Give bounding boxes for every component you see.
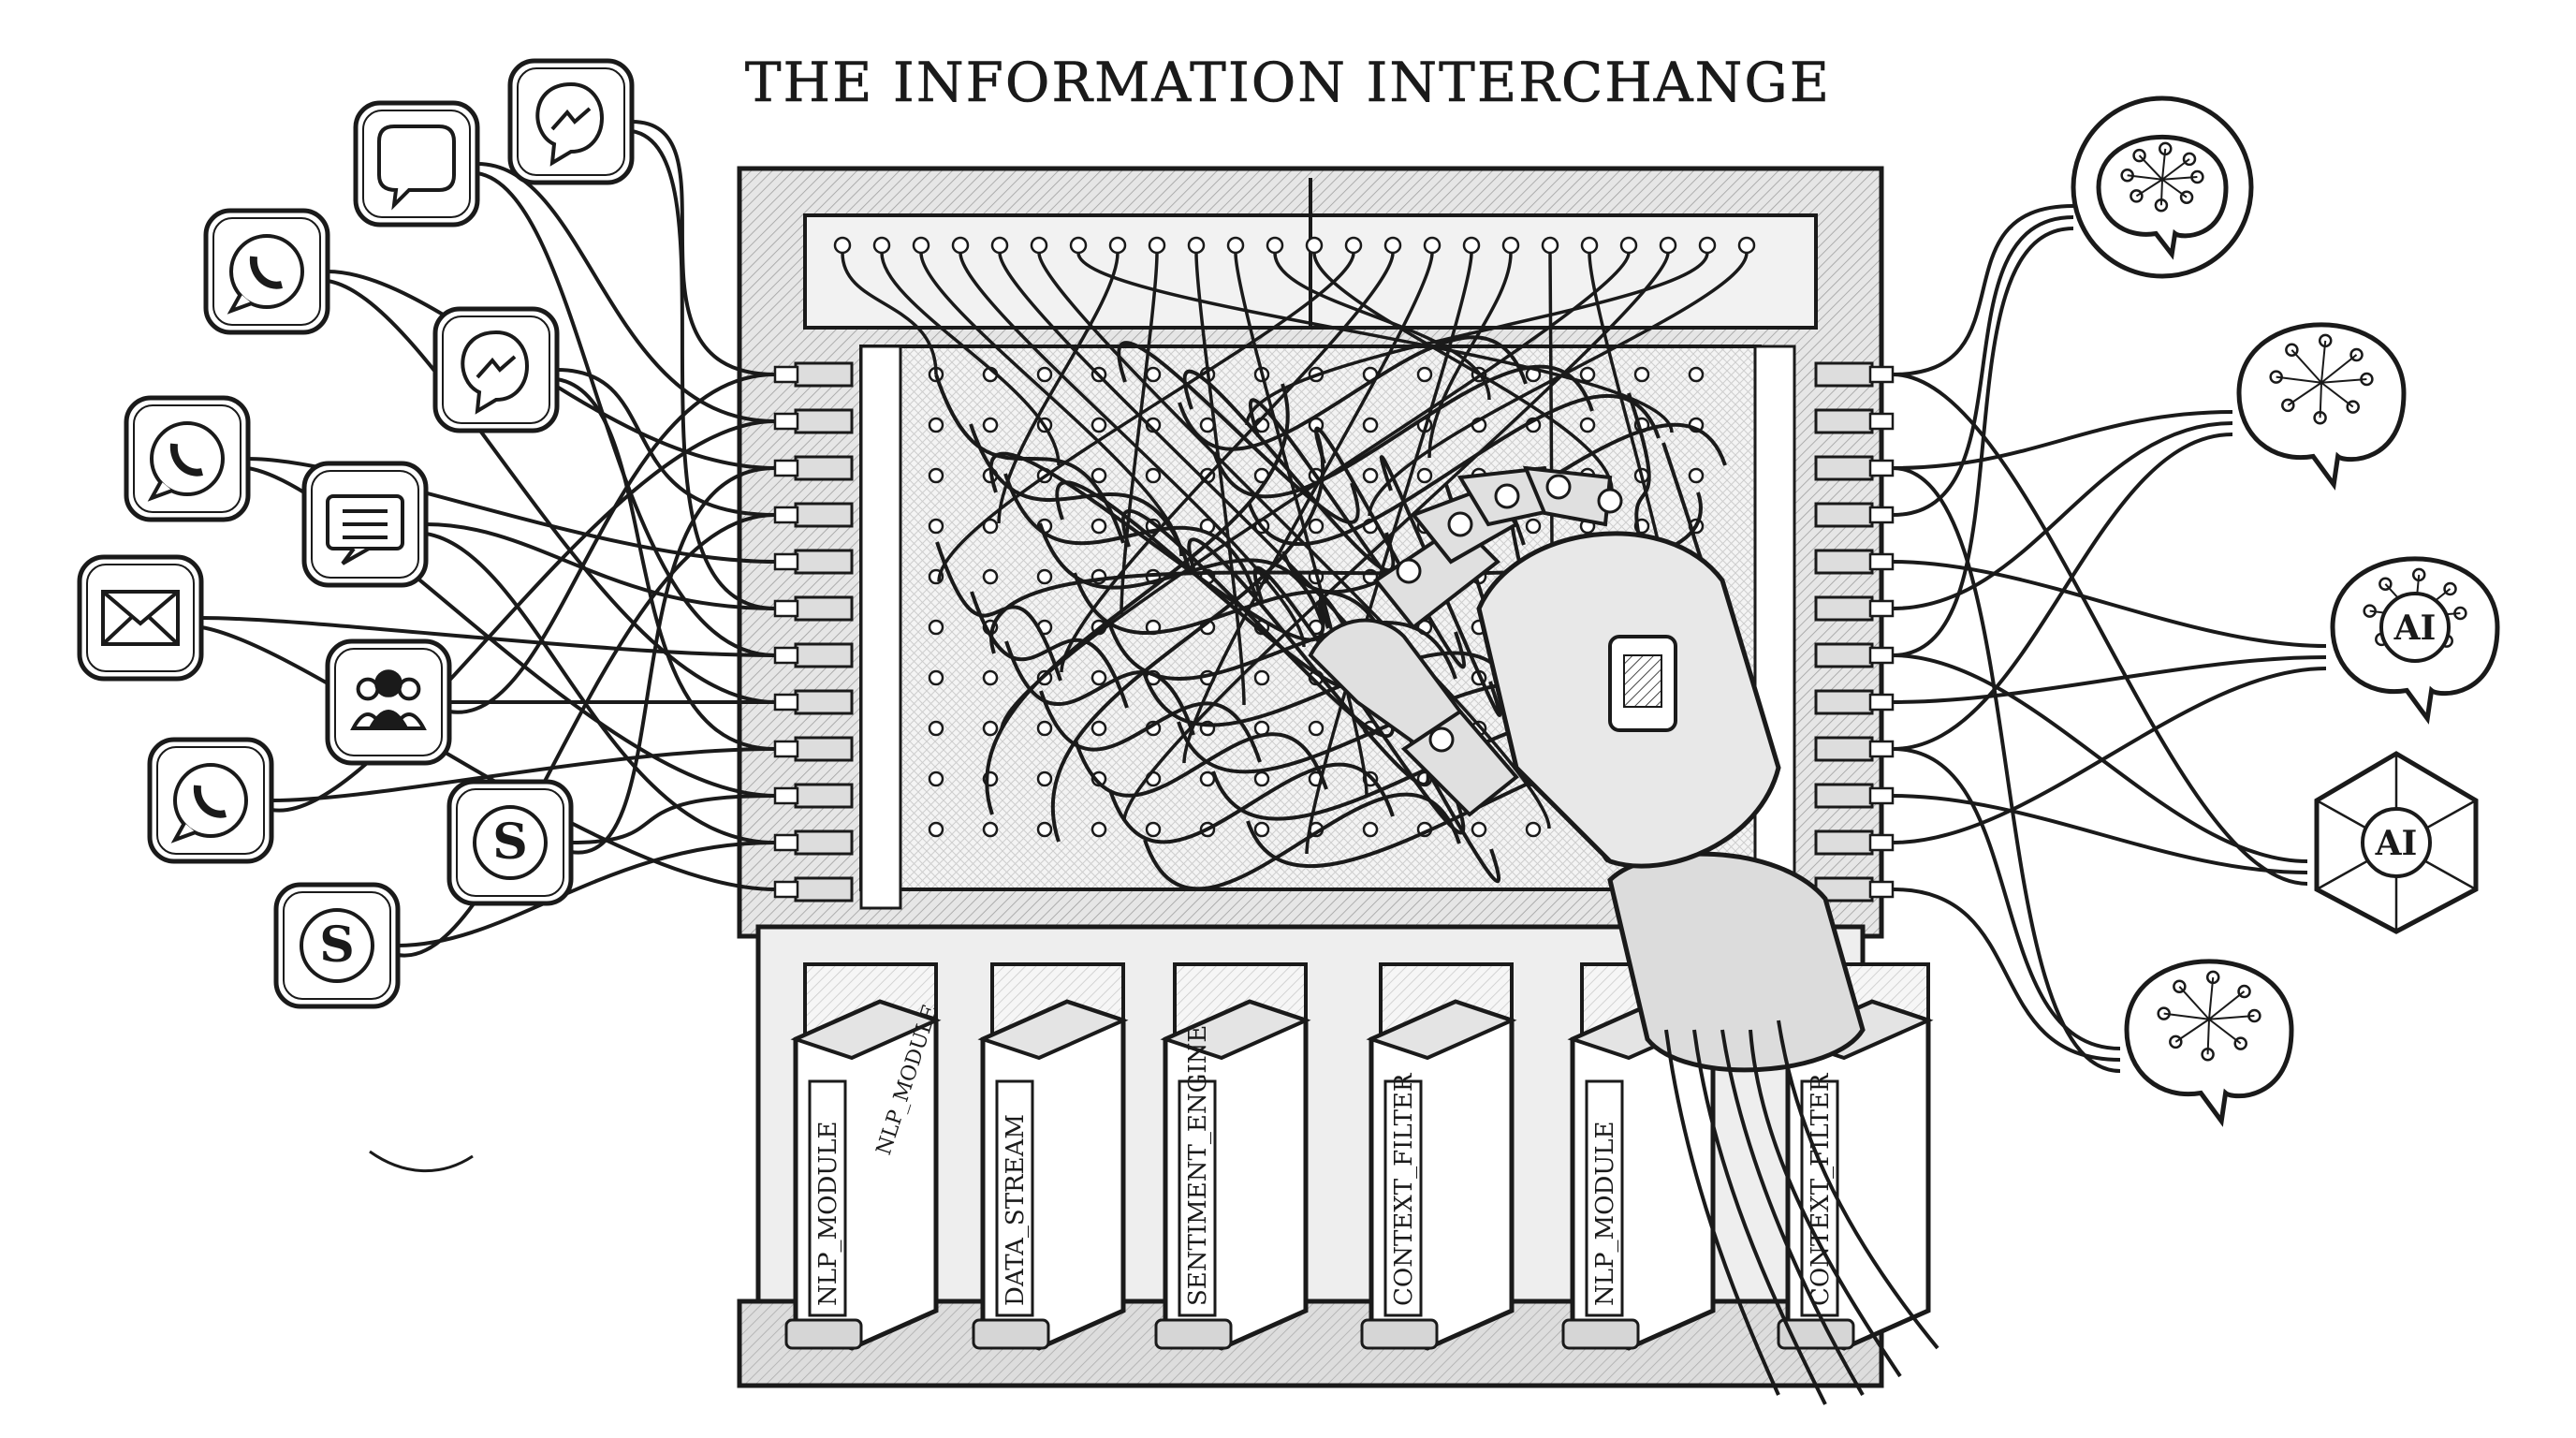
- left-port: [773, 408, 854, 434]
- right-port: [1814, 736, 1895, 762]
- module-label: CONTEXT_FILTER: [1807, 1072, 1835, 1306]
- robot-hand: [1308, 465, 1939, 1405]
- email-icon: [77, 554, 204, 682]
- right-port: [1814, 595, 1895, 622]
- skype-icon: S: [446, 779, 574, 906]
- ai-destinations: AI AI: [2071, 95, 2500, 1127]
- brain-icon: [2071, 95, 2254, 279]
- chat-bubble-icon: [353, 100, 480, 227]
- right-port: [1814, 408, 1895, 434]
- module-context-filter-right: CONTEXT_FILTER: [1777, 962, 1934, 1351]
- right-port: [1814, 549, 1895, 575]
- module-label: CONTEXT_FILTER: [1390, 1072, 1418, 1306]
- whatsapp-icon: [147, 737, 274, 864]
- whatsapp-icon: [124, 395, 251, 522]
- left-port-rail: [773, 361, 854, 902]
- messenger-icon: [507, 58, 635, 185]
- decorative-swoosh: [369, 1150, 474, 1172]
- module-data-stream: DATA_STREAM: [972, 962, 1129, 1351]
- right-port: [1814, 642, 1895, 668]
- module-label: SENTIMENT_ENGINE: [1184, 1025, 1212, 1306]
- left-port: [773, 642, 854, 668]
- right-port: [1814, 689, 1895, 715]
- left-port: [773, 455, 854, 481]
- module-label: DATA_STREAM: [1002, 1114, 1030, 1306]
- left-port: [773, 361, 854, 388]
- right-port: [1814, 829, 1895, 856]
- right-port: [1814, 876, 1895, 902]
- module-label: NLP_MODULE: [1591, 1122, 1619, 1306]
- message-icon: [301, 461, 429, 588]
- module-context-filter: CONTEXT_FILTER: [1360, 962, 1517, 1351]
- brain-icon: [2124, 959, 2294, 1127]
- module-sentiment-engine: SENTIMENT_ENGINE: [1154, 962, 1311, 1351]
- left-port: [773, 549, 854, 575]
- group-icon: [325, 638, 452, 766]
- module-label: NLP_MODULE: [814, 1122, 842, 1306]
- right-port: [1814, 455, 1895, 481]
- left-port: [773, 595, 854, 622]
- left-port: [773, 502, 854, 528]
- ai-brain-icon: AI: [2330, 556, 2500, 725]
- right-port-rail: [1814, 361, 1895, 902]
- switchboard: [737, 166, 1884, 939]
- ai-label: AI: [2393, 609, 2437, 648]
- left-port: [773, 829, 854, 856]
- right-port: [1814, 361, 1895, 388]
- left-port: [773, 783, 854, 809]
- module-nlp-right: NLP_MODULE: [1561, 962, 1719, 1351]
- right-port: [1814, 502, 1895, 528]
- skype-icon: S: [273, 882, 401, 1009]
- left-port: [773, 689, 854, 715]
- svg-text:S: S: [319, 917, 355, 974]
- right-port: [1814, 783, 1895, 809]
- neural-network-head-icon: [2236, 322, 2407, 491]
- messaging-sources: SS: [77, 58, 635, 1009]
- svg-text:S: S: [492, 814, 528, 871]
- messenger-icon: [432, 306, 560, 433]
- left-port: [773, 736, 854, 762]
- page-title: THE INFORMATION INTERCHANGE: [745, 51, 1831, 114]
- whatsapp-icon: [203, 208, 330, 335]
- ai-polyhedron-icon: AI: [2314, 751, 2479, 934]
- left-port: [773, 876, 854, 902]
- ai-label: AI: [2375, 824, 2418, 863]
